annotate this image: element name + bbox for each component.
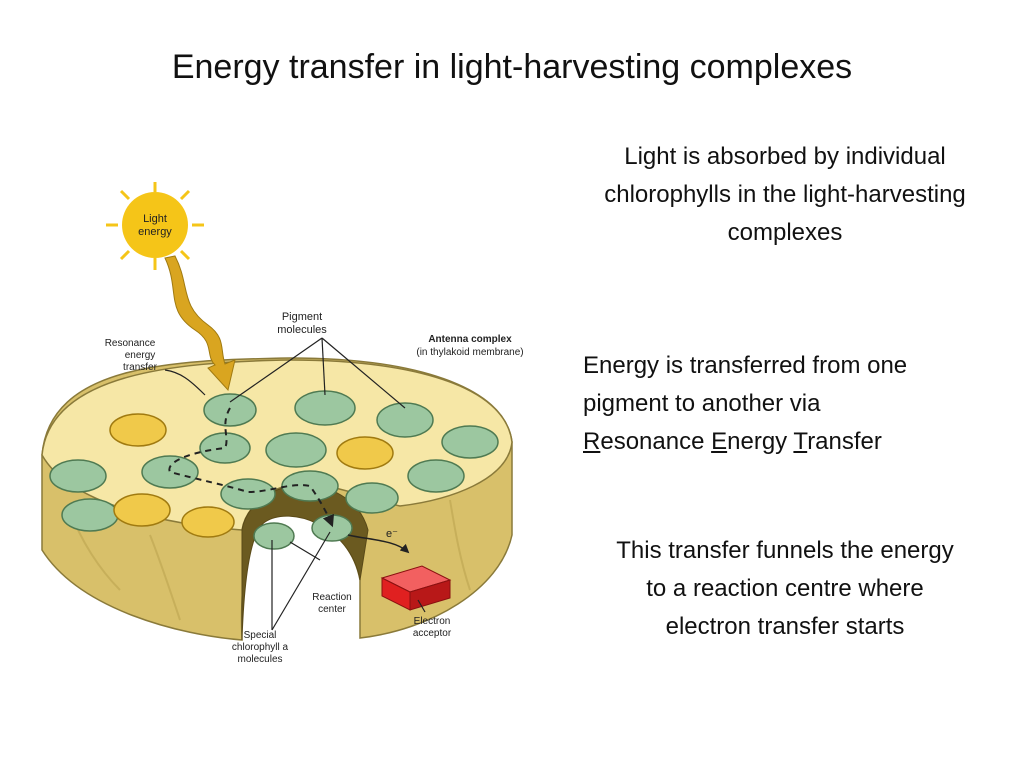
bullet-2-line-2: pigment to another via bbox=[583, 390, 821, 417]
antenna-complex-label: Antenna complex bbox=[428, 334, 512, 345]
pigment-molecule bbox=[345, 482, 399, 514]
carotenoid-molecules bbox=[109, 413, 394, 538]
word-ransfer: ransfer bbox=[807, 428, 882, 455]
light-arrow bbox=[164, 255, 236, 392]
letter-e: E bbox=[711, 428, 728, 455]
sun-icon bbox=[106, 182, 204, 270]
resonance-transfer-label-3: transfer bbox=[123, 362, 158, 373]
reaction-center-label-2: center bbox=[318, 604, 346, 615]
pigment-molecule bbox=[253, 522, 295, 550]
electron-symbol: e⁻ bbox=[386, 528, 398, 540]
bullet-3-line-2: to a reaction centre where bbox=[646, 575, 924, 602]
pigment-molecule bbox=[294, 390, 356, 426]
bullet-energy-transfer: Energy is transferred from one pigment t… bbox=[583, 347, 1003, 461]
resonance-transfer-label-2: energy bbox=[125, 350, 156, 361]
slide-title: Energy transfer in light-harvesting comp… bbox=[171, 48, 853, 86]
light-energy-label-2: energy bbox=[138, 226, 172, 238]
antenna-complex-label-2: (in thylakoid membrane) bbox=[416, 347, 523, 358]
resonance-transfer-path bbox=[168, 407, 335, 528]
light-energy-label: Light bbox=[143, 213, 167, 225]
word-nergy: nergy bbox=[727, 428, 794, 455]
pigment-molecule bbox=[311, 514, 353, 542]
bullet-2-line-1: Energy is transferred from one bbox=[583, 352, 908, 379]
bullet-2-line-3: Resonance Energy Transfer bbox=[583, 428, 882, 455]
pigment-molecule bbox=[376, 402, 434, 438]
special-chlorophyll-label-2: chlorophyll a bbox=[232, 642, 289, 653]
word-esonance: esonance bbox=[600, 428, 712, 455]
bullet-3-line-1: This transfer funnels the energy bbox=[616, 537, 954, 564]
pigment-molecule bbox=[441, 425, 499, 459]
bullet-3-line-3: electron transfer starts bbox=[665, 613, 905, 640]
bullet-funnel: This transfer funnels the energy to a re… bbox=[570, 532, 1000, 646]
antenna-complex-diagram: e⁻ Light energy Pigment m bbox=[41, 182, 524, 665]
carotenoid-molecule bbox=[113, 493, 171, 527]
reaction-center-label: Reaction bbox=[312, 592, 351, 603]
carotenoid-molecule bbox=[181, 506, 235, 538]
pigment-molecule bbox=[141, 455, 199, 489]
pigment-molecule bbox=[49, 459, 107, 493]
pigment-molecule bbox=[407, 459, 465, 493]
electron-acceptor-label: Electron bbox=[414, 616, 451, 627]
electron-transfer-arrow bbox=[347, 534, 410, 554]
pigment-molecule bbox=[220, 478, 276, 510]
pigment-molecule bbox=[199, 432, 251, 464]
special-chlorophyll-label-3: molecules bbox=[237, 654, 282, 665]
letter-r: R bbox=[583, 428, 601, 455]
pigment-molecules-label-2: molecules bbox=[277, 324, 327, 336]
pigment-molecules-label: Pigment bbox=[282, 311, 322, 323]
pigment-molecule bbox=[281, 470, 339, 502]
leader-lines bbox=[164, 337, 426, 631]
pigment-molecule bbox=[61, 498, 119, 532]
pigment-molecules bbox=[49, 390, 499, 550]
carotenoid-molecule bbox=[109, 413, 167, 447]
reaction-center-cavity bbox=[241, 484, 369, 641]
pigment-molecule bbox=[265, 432, 327, 468]
bullet-light-absorption: Light is absorbed by individual chloroph… bbox=[604, 143, 966, 246]
special-chlorophyll-label: Special bbox=[244, 630, 277, 641]
resonance-transfer-label: Resonance bbox=[105, 338, 156, 349]
letter-t: T bbox=[793, 428, 808, 455]
electron-acceptor-label-2: acceptor bbox=[413, 628, 452, 639]
carotenoid-molecule bbox=[336, 436, 394, 470]
